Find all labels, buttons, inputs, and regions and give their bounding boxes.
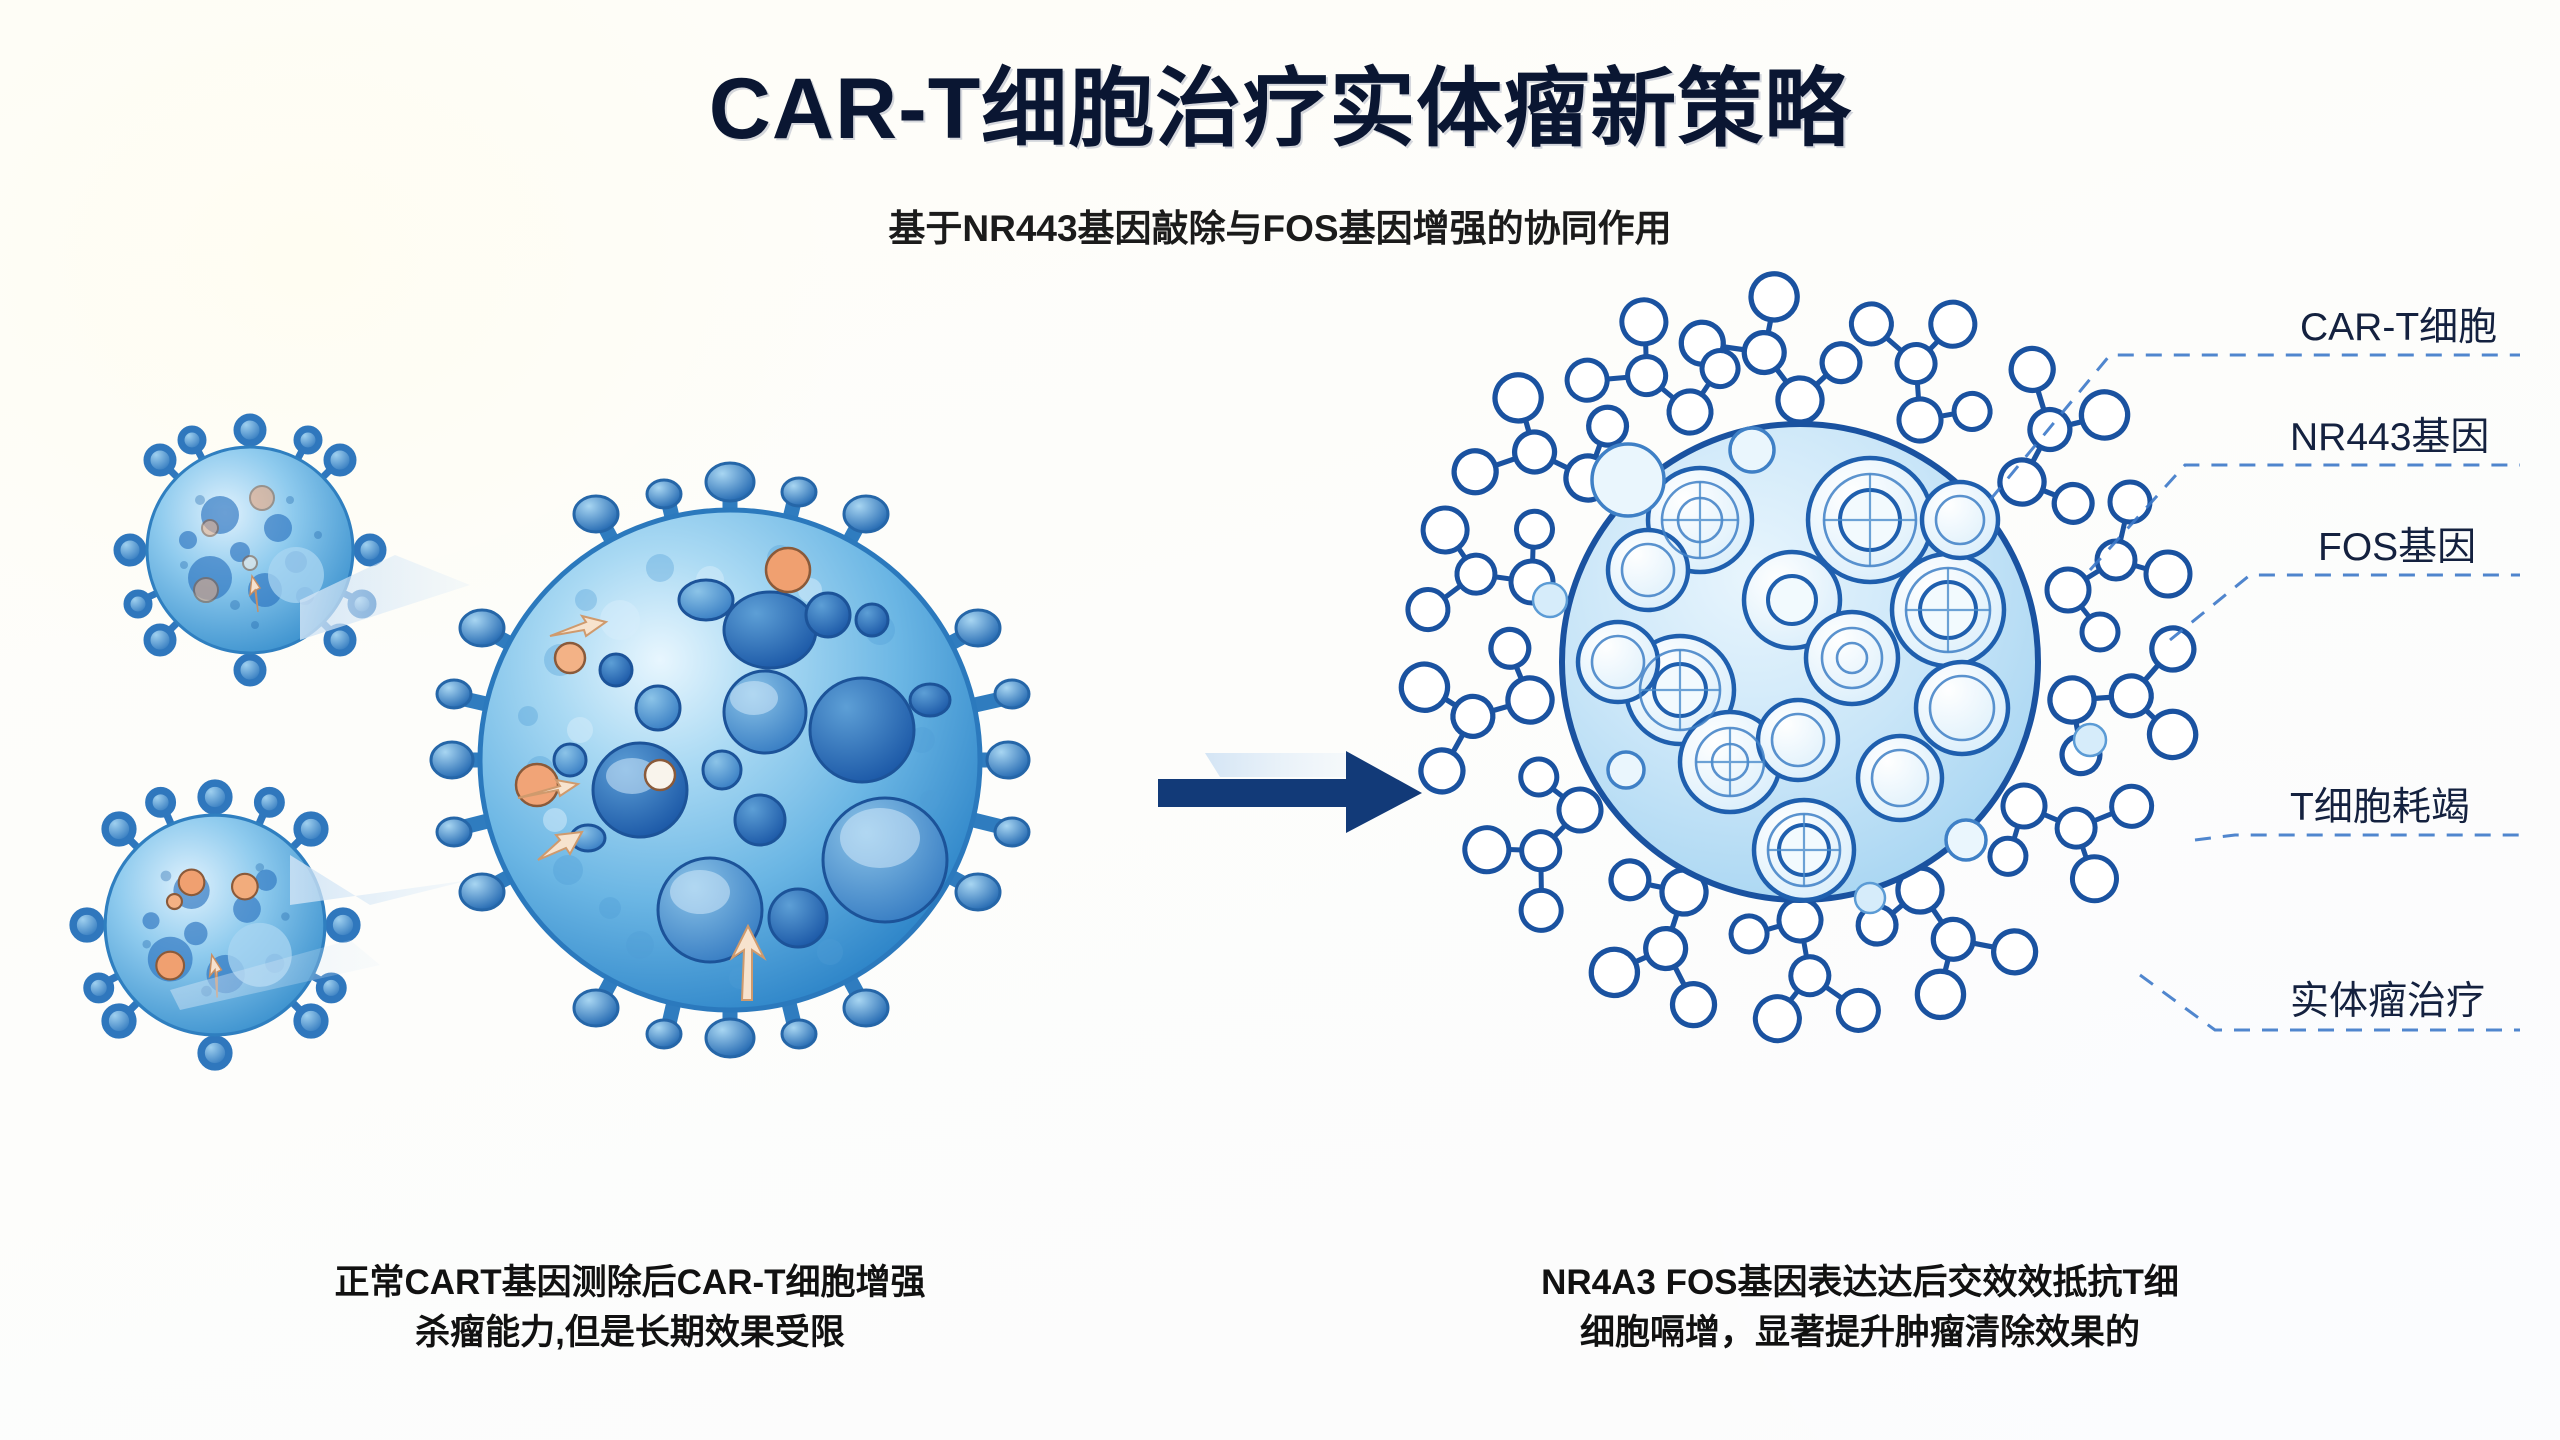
engineered-car-t-cell [1400, 270, 2200, 1070]
engineered-car-t-cell-graphic [1400, 270, 2200, 1070]
leader-line-4 [2194, 833, 2520, 842]
callout-label-solid-tumor-therapy: 实体瘤治疗 [2290, 980, 2486, 1023]
small-cell-top-graphic [113, 413, 387, 687]
caption-left: 正常CART基因测除后CAR-T细胞增强 杀瘤能力,但是长期效果受限 [215, 1258, 1045, 1357]
leader-line-3 [2169, 573, 2520, 642]
callout-label-fos-gene: FOS基因 [2318, 526, 2477, 569]
page-title: CAR-T细胞治疗实体瘤新策略 [708, 61, 1852, 157]
caption-right: NR4A3 FOS基因表达达后交效效抵抗T细 细胞嗝增，显著提升肿瘤清除效果的 [1430, 1258, 2290, 1357]
small-cell-bottom-graphic [69, 779, 361, 1071]
transition-arrow [1158, 751, 1422, 833]
callout-label-nr443-gene: NR443基因 [2290, 416, 2490, 459]
caption-right-line2: 细胞嗝增，显著提升肿瘤清除效果的 [1579, 1312, 2140, 1352]
callout-label-car-t-cell: CAR-T细胞 [2300, 306, 2498, 349]
small-cell-bottom [55, 765, 375, 1085]
caption-left-line1: 正常CART基因测除后CAR-T细胞增强 [334, 1263, 926, 1302]
callout-label-t-cell-exhaustion: T细胞耗竭 [2290, 786, 2470, 829]
small-cell-top [100, 400, 400, 700]
main-car-t-cell-graphic [429, 461, 1031, 1059]
caption-left-line2: 杀瘤能力,但是长期效果受限 [415, 1312, 845, 1352]
main-car-t-cell [410, 440, 1050, 1080]
page-subtitle: 基于NR443基因敲除与FOS基因增强的协同作用 [888, 208, 1672, 249]
caption-right-line1: NR4A3 FOS基因表达达后交效效抵抗T细 [1541, 1263, 2179, 1302]
